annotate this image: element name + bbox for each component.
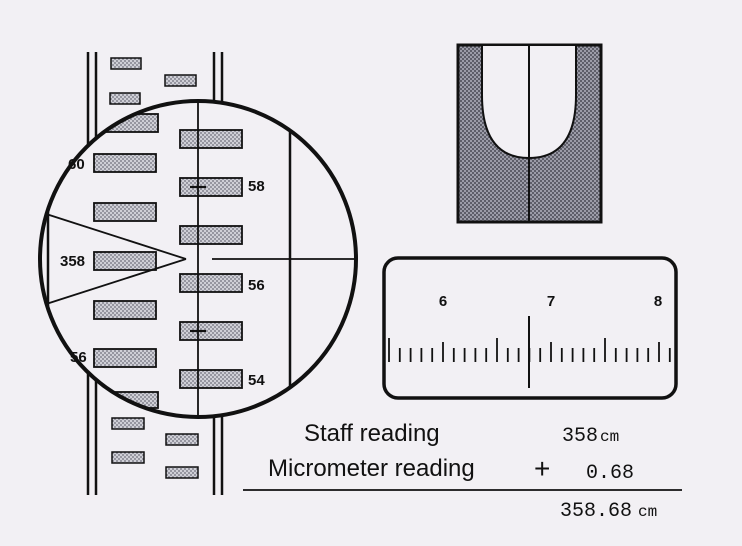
micrometer-reading-label: Micrometer reading (268, 455, 475, 482)
wedge-lower-line (40, 258, 187, 307)
reading-computation: Staff reading 358 cm Micrometer reading … (243, 420, 682, 523)
micrometer-scale: 6 7 8 (382, 256, 678, 400)
magnified-lens: 60 358 56 58 56 54 (38, 99, 358, 419)
staff-reading-unit: cm (600, 428, 619, 446)
staff-reading-label: Staff reading (304, 420, 440, 447)
plus-sign: + (534, 453, 550, 484)
scale-number-8: 8 (654, 293, 662, 310)
wedge-upper-line (40, 211, 187, 260)
lens-contents (40, 101, 356, 417)
result-unit: cm (638, 503, 657, 521)
lens-outline (38, 99, 358, 419)
lens-staff-blocks (93, 113, 243, 409)
staff-label-358: 358 (60, 253, 85, 270)
staff-label-54: 54 (248, 372, 265, 389)
staff-label-56-right: 56 (248, 277, 265, 294)
scale-number-7: 7 (547, 293, 555, 310)
staff-label-58: 58 (248, 178, 265, 195)
staff-graduations-outer (109, 57, 199, 479)
staff-reading-value: 358 (562, 425, 598, 448)
staff-label-56-left: 56 (70, 349, 87, 366)
staff-label-60: 60 (68, 156, 85, 173)
micrometer-view (456, 43, 603, 224)
result-value: 358.68 (560, 500, 632, 523)
scale-number-6: 6 (439, 293, 447, 310)
micrometer-reading-value: 0.68 (586, 462, 634, 485)
